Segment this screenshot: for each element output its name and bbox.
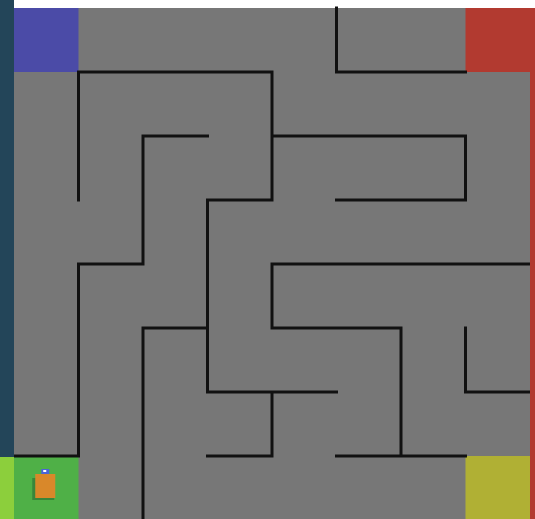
agent-eye: [43, 470, 46, 472]
bottom-left-border-strip: [0, 457, 14, 519]
goal-tile-top-left: [14, 8, 79, 72]
left-border-strip: [0, 0, 14, 457]
goal-tile-top-right: [466, 8, 531, 72]
right-border-strip: [530, 8, 535, 519]
goal-tile-bottom-right: [466, 456, 531, 519]
agent-body: [35, 474, 55, 498]
